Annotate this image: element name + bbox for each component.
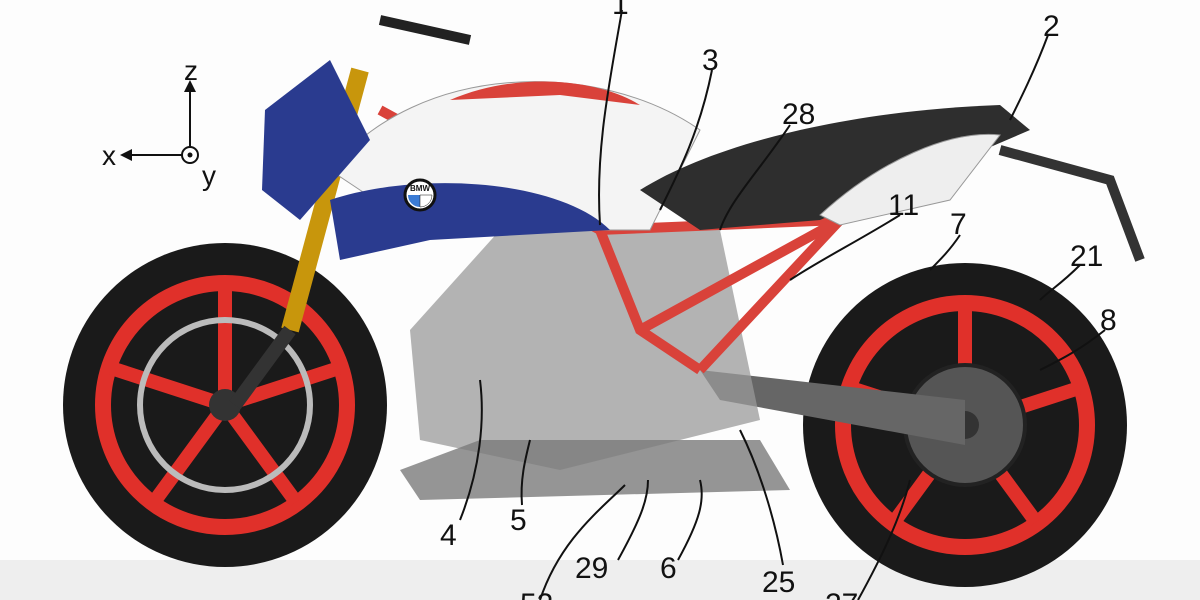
ref-label-1: 1: [612, 0, 629, 21]
axis-z-label: z: [184, 55, 198, 86]
ref-label-3: 3: [702, 44, 719, 77]
swingarm: [700, 370, 965, 445]
tank-panel-blue: [330, 183, 610, 260]
front-wheel: [63, 243, 387, 567]
ref-label-21: 21: [1070, 240, 1103, 273]
ref-label-29: 29: [575, 552, 608, 585]
ref-label-7: 7: [950, 208, 967, 241]
leader-lines: [459, 9, 1106, 600]
bmw-badge: BMW: [403, 178, 437, 212]
belly-pan: [400, 440, 790, 500]
ref-label-2: 2: [1043, 10, 1060, 43]
ref-label-4: 4: [440, 519, 457, 552]
ref-label-27: 27: [825, 588, 858, 600]
ref-label-52: 52: [520, 588, 553, 600]
handlebar: [378, 15, 472, 45]
engine-block: [410, 230, 760, 470]
headlight-cowl: [262, 60, 370, 220]
coordinate-axes: z x y: [102, 55, 216, 191]
license-holder: [998, 145, 1145, 262]
ref-label-5: 5: [510, 504, 527, 537]
tank-stripe: [450, 81, 640, 105]
ref-label-28: 28: [782, 98, 815, 131]
ref-label-25: 25: [762, 566, 795, 599]
ref-label-11: 11: [888, 189, 919, 222]
brand-badge-text: BMW: [410, 184, 430, 193]
ref-label-6: 6: [660, 552, 677, 585]
tail-cowl: [819, 133, 1001, 226]
ref-label-8: 8: [1100, 304, 1117, 337]
axis-x-label: x: [102, 140, 116, 171]
axis-y-label: y: [202, 160, 216, 191]
